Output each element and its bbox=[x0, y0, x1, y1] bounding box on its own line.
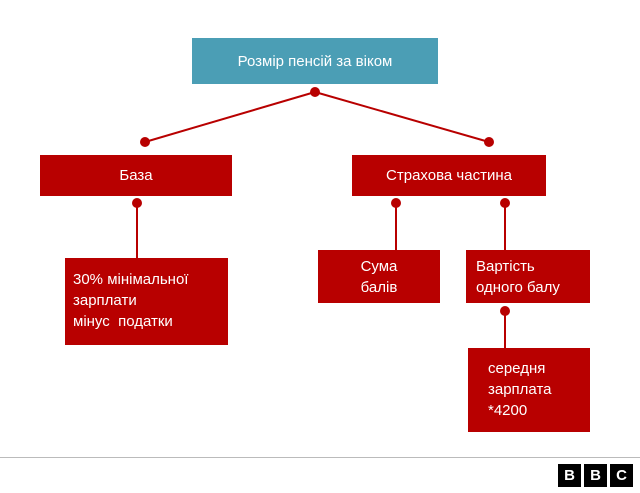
junction-dot-insurance-bottom-right bbox=[500, 198, 510, 208]
node-pension-title: Розмір пенсій за віком bbox=[192, 38, 438, 84]
node-avg-salary-line-2: зарплата bbox=[488, 381, 552, 398]
junction-dot-base-top bbox=[140, 137, 150, 147]
junction-dot-value-bottom bbox=[500, 306, 510, 316]
node-base-formula: 30% мінімальної зарплати мінус податки bbox=[65, 258, 228, 345]
junction-dot-root bbox=[310, 87, 320, 97]
junction-dot-insurance-top bbox=[484, 137, 494, 147]
node-points-sum: Сума балів bbox=[318, 250, 440, 303]
node-avg-salary-line-3: *4200 bbox=[488, 402, 528, 419]
node-base-formula-line-2: зарплати bbox=[73, 292, 137, 309]
node-base: База bbox=[40, 155, 232, 196]
bbc-logo-letter-b2: B bbox=[584, 464, 607, 487]
junction-dot-base-bottom bbox=[132, 198, 142, 208]
node-point-value: Вартість одного балу bbox=[466, 250, 590, 303]
bbc-logo-letter-c: C bbox=[610, 464, 633, 487]
node-base-formula-line-1: 30% мінімальної bbox=[73, 271, 189, 288]
node-avg-salary: середня зарплата *4200 bbox=[468, 348, 590, 432]
node-points-sum-line-2: балів bbox=[360, 279, 398, 296]
connector-root-to-insurance bbox=[314, 91, 490, 143]
node-points-sum-line-1: Сума bbox=[360, 258, 398, 275]
node-point-value-line-1: Вартість bbox=[476, 258, 535, 275]
node-pension-title-label: Розмір пенсій за віком bbox=[237, 52, 393, 70]
junction-dot-insurance-bottom-left bbox=[391, 198, 401, 208]
node-base-formula-line-3: мінус податки bbox=[73, 313, 173, 330]
bbc-logo-letter-b1: B bbox=[558, 464, 581, 487]
connector-root-to-base bbox=[144, 91, 316, 143]
bbc-logo: B B C bbox=[558, 464, 633, 487]
node-insurance: Страхова частина bbox=[352, 155, 546, 196]
node-point-value-line-2: одного балу bbox=[476, 279, 560, 296]
node-insurance-label: Страхова частина bbox=[386, 167, 512, 184]
footer-divider bbox=[0, 457, 640, 458]
node-avg-salary-line-1: середня bbox=[488, 360, 546, 377]
node-base-label: База bbox=[119, 167, 153, 184]
